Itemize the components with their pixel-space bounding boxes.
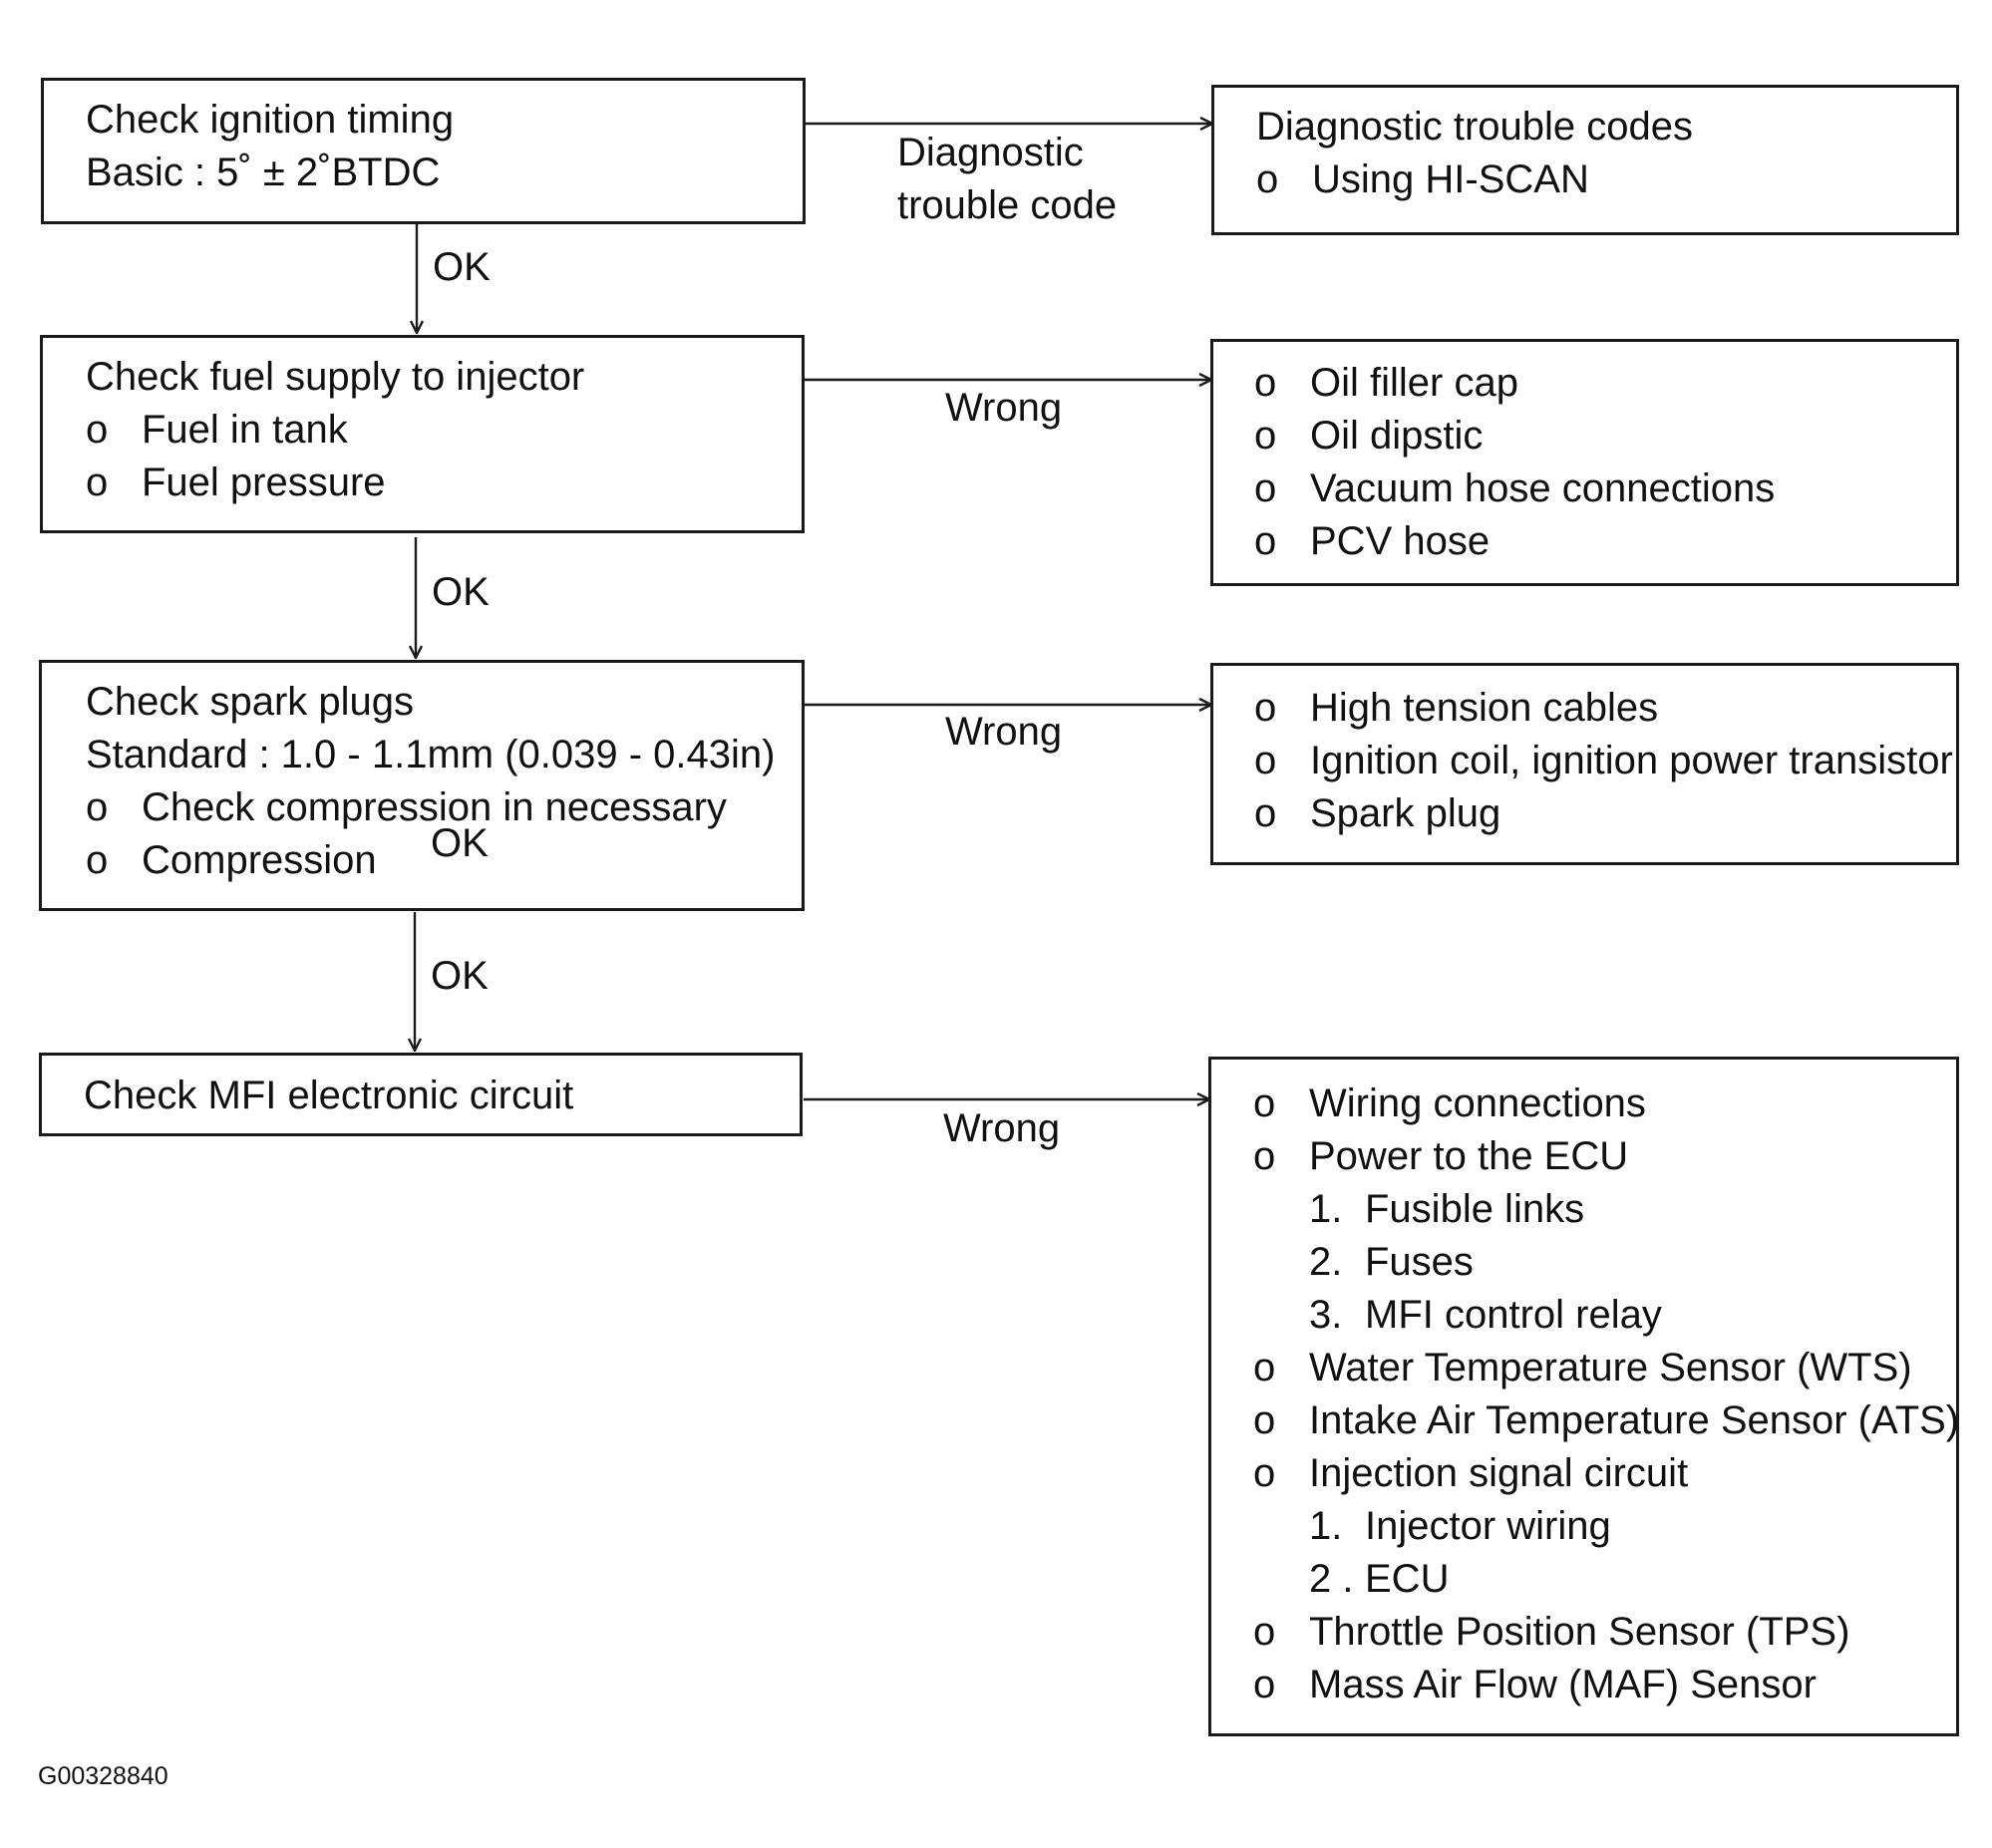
bullet-glyph: o — [1254, 739, 1277, 782]
sub-text: Injector wiring — [1365, 1504, 1611, 1548]
bullet-text: Compression — [142, 838, 377, 882]
sub-text: MFI control relay — [1365, 1293, 1662, 1337]
bullet-glyph: o — [1253, 1398, 1276, 1442]
bullet-text: Oil dipstic — [1310, 414, 1484, 458]
bullet-glyph: o — [1253, 1346, 1276, 1389]
bullet-text: Fuel in tank — [142, 408, 348, 452]
bullet-glyph: o — [1254, 414, 1277, 458]
bullet-glyph: o — [1254, 791, 1277, 835]
ok-label-2: OK — [432, 570, 490, 614]
bullet-glyph: o — [1253, 1134, 1276, 1178]
bullet-text: Check compression in necessary — [142, 785, 727, 829]
sub-number: 2. — [1309, 1240, 1343, 1284]
bullet-text: Oil filler cap — [1310, 361, 1518, 405]
bullet-text: Vacuum hose connections — [1310, 466, 1776, 510]
branch-2-label: Wrong — [945, 386, 1063, 430]
bullet-glyph: o — [86, 461, 109, 504]
step-3-line-1: Check spark plugs — [86, 680, 415, 724]
bullet-text: High tension cables — [1310, 686, 1659, 730]
branch-3-label: Wrong — [945, 710, 1063, 754]
sub-text: Fuses — [1365, 1240, 1474, 1284]
step-box-mfi-circuit — [39, 1053, 803, 1136]
result-box-mfi-checks — [1208, 1057, 1959, 1736]
sub-text: Fusible links — [1365, 1187, 1585, 1231]
sub-number: 1. — [1309, 1187, 1343, 1231]
step-box-fuel-supply — [40, 335, 805, 533]
bullet-glyph: o — [86, 838, 109, 882]
step-2-line-1: Check fuel supply to injector — [86, 355, 585, 399]
bullet-glyph: o — [86, 408, 109, 452]
step-3-line-2: Standard : 1.0 - 1.1mm (0.039 - 0.43in) — [86, 733, 776, 776]
ok-label-1: OK — [433, 245, 491, 289]
bullet-glyph: o — [1256, 157, 1279, 201]
bullet-glyph: o — [1254, 519, 1277, 563]
branch-4-label: Wrong — [943, 1106, 1061, 1150]
step-1-line-1: Check ignition timing — [86, 98, 455, 142]
sub-number: 1. — [1309, 1504, 1343, 1548]
bullet-text: Throttle Position Sensor (TPS) — [1309, 1610, 1850, 1654]
bullet-glyph: o — [1254, 466, 1277, 510]
sub-number: 3. — [1309, 1293, 1343, 1337]
bullet-text: Injection signal circuit — [1309, 1451, 1689, 1495]
bullet-text: Water Temperature Sensor (WTS) — [1309, 1346, 1912, 1389]
bullet-glyph: o — [1253, 1451, 1276, 1495]
step-box-spark-plugs — [39, 660, 805, 911]
step-4-line-1: Check MFI electronic circuit — [84, 1074, 574, 1117]
bullet-text: Using HI-SCAN — [1312, 157, 1589, 201]
branch-1-label-line-1: Diagnostic — [897, 131, 1084, 174]
bullet-text: Wiring connections — [1309, 1081, 1646, 1125]
result-1-title: Diagnostic trouble codes — [1256, 105, 1694, 149]
bullet-text: Fuel pressure — [142, 461, 386, 504]
sub-number: 2 . — [1309, 1557, 1354, 1601]
ok-label-4: OK — [431, 954, 489, 998]
bullet-text: Power to the ECU — [1309, 1134, 1629, 1178]
bullet-text: PCV hose — [1310, 519, 1491, 563]
bullet-glyph: o — [1253, 1610, 1276, 1654]
result-box-trouble-codes — [1211, 85, 1959, 235]
bullet-glyph: o — [1253, 1663, 1276, 1706]
result-box-oil-vacuum — [1210, 339, 1959, 586]
bullet-text: Spark plug — [1310, 791, 1501, 835]
bullet-text: Ignition coil, ignition power transistor — [1310, 739, 1953, 782]
figure-code: G00328840 — [38, 1762, 168, 1790]
bullet-text: Mass Air Flow (MAF) Sensor — [1309, 1663, 1817, 1706]
step-box-ignition-timing — [41, 78, 806, 224]
sub-text: ECU — [1365, 1557, 1450, 1601]
step-1-line-2: Basic : 5˚ ± 2˚BTDC — [86, 151, 441, 194]
ok-label-3: OK — [431, 821, 489, 865]
bullet-glyph: o — [86, 785, 109, 829]
bullet-glyph: o — [1253, 1081, 1276, 1125]
bullet-text: Intake Air Temperature Sensor (ATS) — [1309, 1398, 1960, 1442]
bullet-glyph: o — [1254, 361, 1277, 405]
bullet-glyph: o — [1254, 686, 1277, 730]
branch-1-label-line-2: trouble code — [897, 183, 1118, 227]
result-box-ignition-parts — [1210, 663, 1959, 865]
